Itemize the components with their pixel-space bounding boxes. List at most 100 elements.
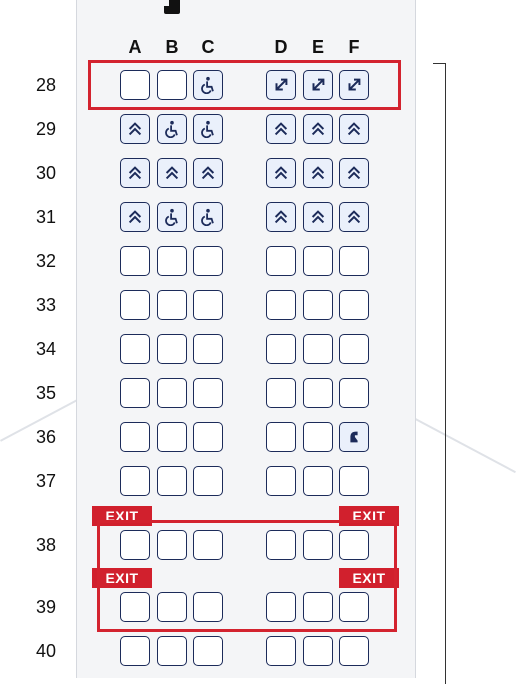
seat-31B[interactable] (157, 202, 187, 232)
seat-37D[interactable] (266, 466, 296, 496)
seat-40F[interactable] (339, 636, 369, 666)
seat-38C[interactable] (193, 530, 223, 560)
seat-31F[interactable] (339, 202, 369, 232)
seat-39A[interactable] (120, 592, 150, 622)
seat-36D[interactable] (266, 422, 296, 452)
seat-34C[interactable] (193, 334, 223, 364)
seat-38B[interactable] (157, 530, 187, 560)
seat-39B[interactable] (157, 592, 187, 622)
seat-29E[interactable] (303, 114, 333, 144)
seat-35C[interactable] (193, 378, 223, 408)
row-number: 30 (35, 163, 57, 183)
double-chevron-up-icon (201, 166, 215, 180)
seat-34F[interactable] (339, 334, 369, 364)
seat-36B[interactable] (157, 422, 187, 452)
double-chevron-up-icon (128, 210, 142, 224)
seat-33E[interactable] (303, 290, 333, 320)
seat-36C[interactable] (193, 422, 223, 452)
seat-28E[interactable] (303, 70, 333, 100)
seat-34A[interactable] (120, 334, 150, 364)
seat-40A[interactable] (120, 636, 150, 666)
seat-32A[interactable] (120, 246, 150, 276)
wheelchair-icon (165, 208, 178, 226)
seat-35F[interactable] (339, 378, 369, 408)
seat-28C[interactable] (193, 70, 223, 100)
seat-34D[interactable] (266, 334, 296, 364)
seat-38F[interactable] (339, 530, 369, 560)
double-chevron-up-icon (347, 210, 361, 224)
seat-39C[interactable] (193, 592, 223, 622)
seat-35A[interactable] (120, 378, 150, 408)
seat-37A[interactable] (120, 466, 150, 496)
seat-40B[interactable] (157, 636, 187, 666)
seat-30D[interactable] (266, 158, 296, 188)
seat-38A[interactable] (120, 530, 150, 560)
double-chevron-up-icon (274, 166, 288, 180)
seat-29B[interactable] (157, 114, 187, 144)
seat-30F[interactable] (339, 158, 369, 188)
seat-37F[interactable] (339, 466, 369, 496)
seat-33D[interactable] (266, 290, 296, 320)
seat-36F[interactable] (339, 422, 369, 452)
seat-37E[interactable] (303, 466, 333, 496)
seat-31C[interactable] (193, 202, 223, 232)
seat-35D[interactable] (266, 378, 296, 408)
row-number: 39 (35, 597, 57, 617)
seat-34E[interactable] (303, 334, 333, 364)
seat-28F[interactable] (339, 70, 369, 100)
seat-29A[interactable] (120, 114, 150, 144)
seat-30C[interactable] (193, 158, 223, 188)
row-number: 37 (35, 471, 57, 491)
seat-35E[interactable] (303, 378, 333, 408)
seat-31E[interactable] (303, 202, 333, 232)
seat-38E[interactable] (303, 530, 333, 560)
seat-39D[interactable] (266, 592, 296, 622)
wheelchair-icon (165, 120, 178, 138)
seat-33A[interactable] (120, 290, 150, 320)
seat-34B[interactable] (157, 334, 187, 364)
seat-40E[interactable] (303, 636, 333, 666)
seat-31D[interactable] (266, 202, 296, 232)
seat-30A[interactable] (120, 158, 150, 188)
row-number: 31 (35, 207, 57, 227)
double-chevron-up-icon (347, 166, 361, 180)
seat-30B[interactable] (157, 158, 187, 188)
seat-37C[interactable] (193, 466, 223, 496)
seat-40D[interactable] (266, 636, 296, 666)
seat-29F[interactable] (339, 114, 369, 144)
column-header-a: A (128, 37, 142, 57)
seat-39E[interactable] (303, 592, 333, 622)
seat-33F[interactable] (339, 290, 369, 320)
double-chevron-up-icon (347, 122, 361, 136)
seat-32B[interactable] (157, 246, 187, 276)
seat-31A[interactable] (120, 202, 150, 232)
seat-33C[interactable] (193, 290, 223, 320)
seat-28D[interactable] (266, 70, 296, 100)
double-chevron-up-icon (165, 166, 179, 180)
seat-38D[interactable] (266, 530, 296, 560)
seat-39F[interactable] (339, 592, 369, 622)
seat-32D[interactable] (266, 246, 296, 276)
row-number: 35 (35, 383, 57, 403)
seat-37B[interactable] (157, 466, 187, 496)
seat-28A[interactable] (120, 70, 150, 100)
seat-35B[interactable] (157, 378, 187, 408)
seat-28B[interactable] (157, 70, 187, 100)
seat-40C[interactable] (193, 636, 223, 666)
seat-36A[interactable] (120, 422, 150, 452)
seat-32E[interactable] (303, 246, 333, 276)
seat-30E[interactable] (303, 158, 333, 188)
seat-33B[interactable] (157, 290, 187, 320)
exit-label-right: EXIT (339, 568, 399, 588)
seat-32C[interactable] (193, 246, 223, 276)
double-chevron-up-icon (128, 166, 142, 180)
row-number: 29 (35, 119, 57, 139)
seat-29D[interactable] (266, 114, 296, 144)
double-chevron-up-icon (274, 210, 288, 224)
wheelchair-icon (201, 120, 214, 138)
seat-32F[interactable] (339, 246, 369, 276)
seat-36E[interactable] (303, 422, 333, 452)
wheelchair-icon (201, 208, 214, 226)
seat-29C[interactable] (193, 114, 223, 144)
